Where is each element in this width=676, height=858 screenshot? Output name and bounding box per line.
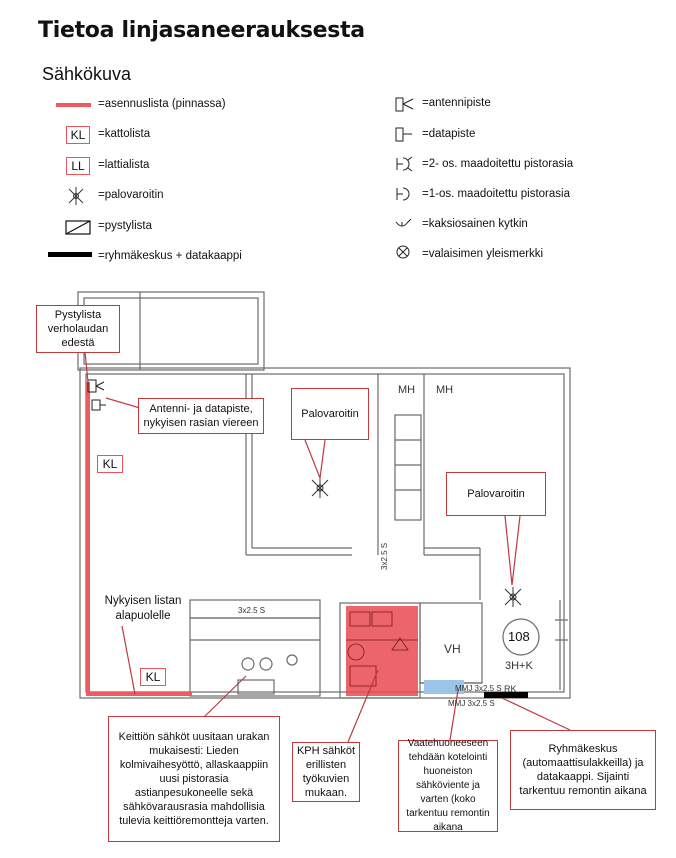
legend-item-ll: =lattialista [98,159,150,171]
legend-item-antenna: =antennipiste [422,97,491,109]
room-number: 108 [508,629,530,644]
page-title: Tietoa linjasaneerauksesta [38,18,365,43]
smoke-detector-symbol-2 [504,587,522,607]
legend-black-bar-graphic [48,252,92,257]
legend-kl-box-icon: KL [66,126,90,144]
closet-label-mh-1: MH [398,384,416,396]
legend-item-double-socket: =2- os. maadoitettu pistorasia [422,158,574,170]
callout-antenni: Antenni- ja datapiste, nykyisen rasian v… [138,398,264,434]
legend-item-light: =valaisimen yleismerkki [422,248,544,260]
room-type: 3H+K [505,660,533,672]
callout-pystylista: Pystylista verholaudan edestä [36,305,120,353]
cable-label-d: 3x2.5 S [380,542,389,570]
kl-label-bottom: KL [140,668,166,686]
callout-palovaroitin-2: Palovaroitin [446,472,546,516]
kl-label-top: KL [97,455,123,473]
smoke-detector-symbol-1 [311,478,329,498]
legend-item-vertical-duct: =pystylista [98,220,153,232]
note-nykyisen-listan: Nykyisen listan alapuolelle [104,595,182,622]
legend-item-panel: =ryhmäkeskus + datakaappi [98,250,242,262]
legend-item-data: =datapiste [422,128,476,140]
installation-strip-line [86,382,192,696]
legend-item-red-line: =asennuslista (pinnassa) [98,98,226,110]
legend-ll-box-icon: LL [66,157,90,175]
legend-item-switch: =kaksiosainen kytkin [422,218,528,230]
callout-kph: KPH sähköt erillisten työkuvien mukaan. [292,742,360,802]
legend-smoke-detector-graphic [68,187,84,205]
legend-item-smoke-detector: =palovaroitin [98,189,164,201]
bathroom-area [346,606,418,696]
callout-vaatehuone: Vaatehuoneeseen tehdään kotelointi huone… [398,738,498,833]
cable-label-c: MMJ 3x2.5 S [448,699,495,708]
closet-cable-area [424,680,464,694]
cable-label-b: MMJ 3x2.5 S [455,684,502,693]
legend-right-graphics [395,97,414,259]
callout-keittio: Keittiön sähköt uusitaan urakan mukaises… [108,716,280,842]
callout-ryhmakeskus: Ryhmäkeskus (automaattisulakkeilla) ja d… [510,730,656,810]
callout-pointers [84,351,571,743]
closet-label-mh-2: MH [436,384,454,396]
plan-outlets [87,379,106,411]
callout-palovaroitin-1: Palovaroitin [291,388,369,440]
cable-label-a: 3x2.5 S [238,606,266,615]
closet-label-vh: VH [444,642,461,656]
distribution-panel-bar [484,692,528,698]
panel-label-rk: RK [504,684,517,694]
legend-item-kl: =kattolista [98,128,151,140]
legend-vertical-duct-graphic [65,220,91,235]
legend-item-single-socket: =1-os. maadoitettu pistorasia [422,188,570,200]
page-subtitle: Sähkökuva [42,64,132,84]
